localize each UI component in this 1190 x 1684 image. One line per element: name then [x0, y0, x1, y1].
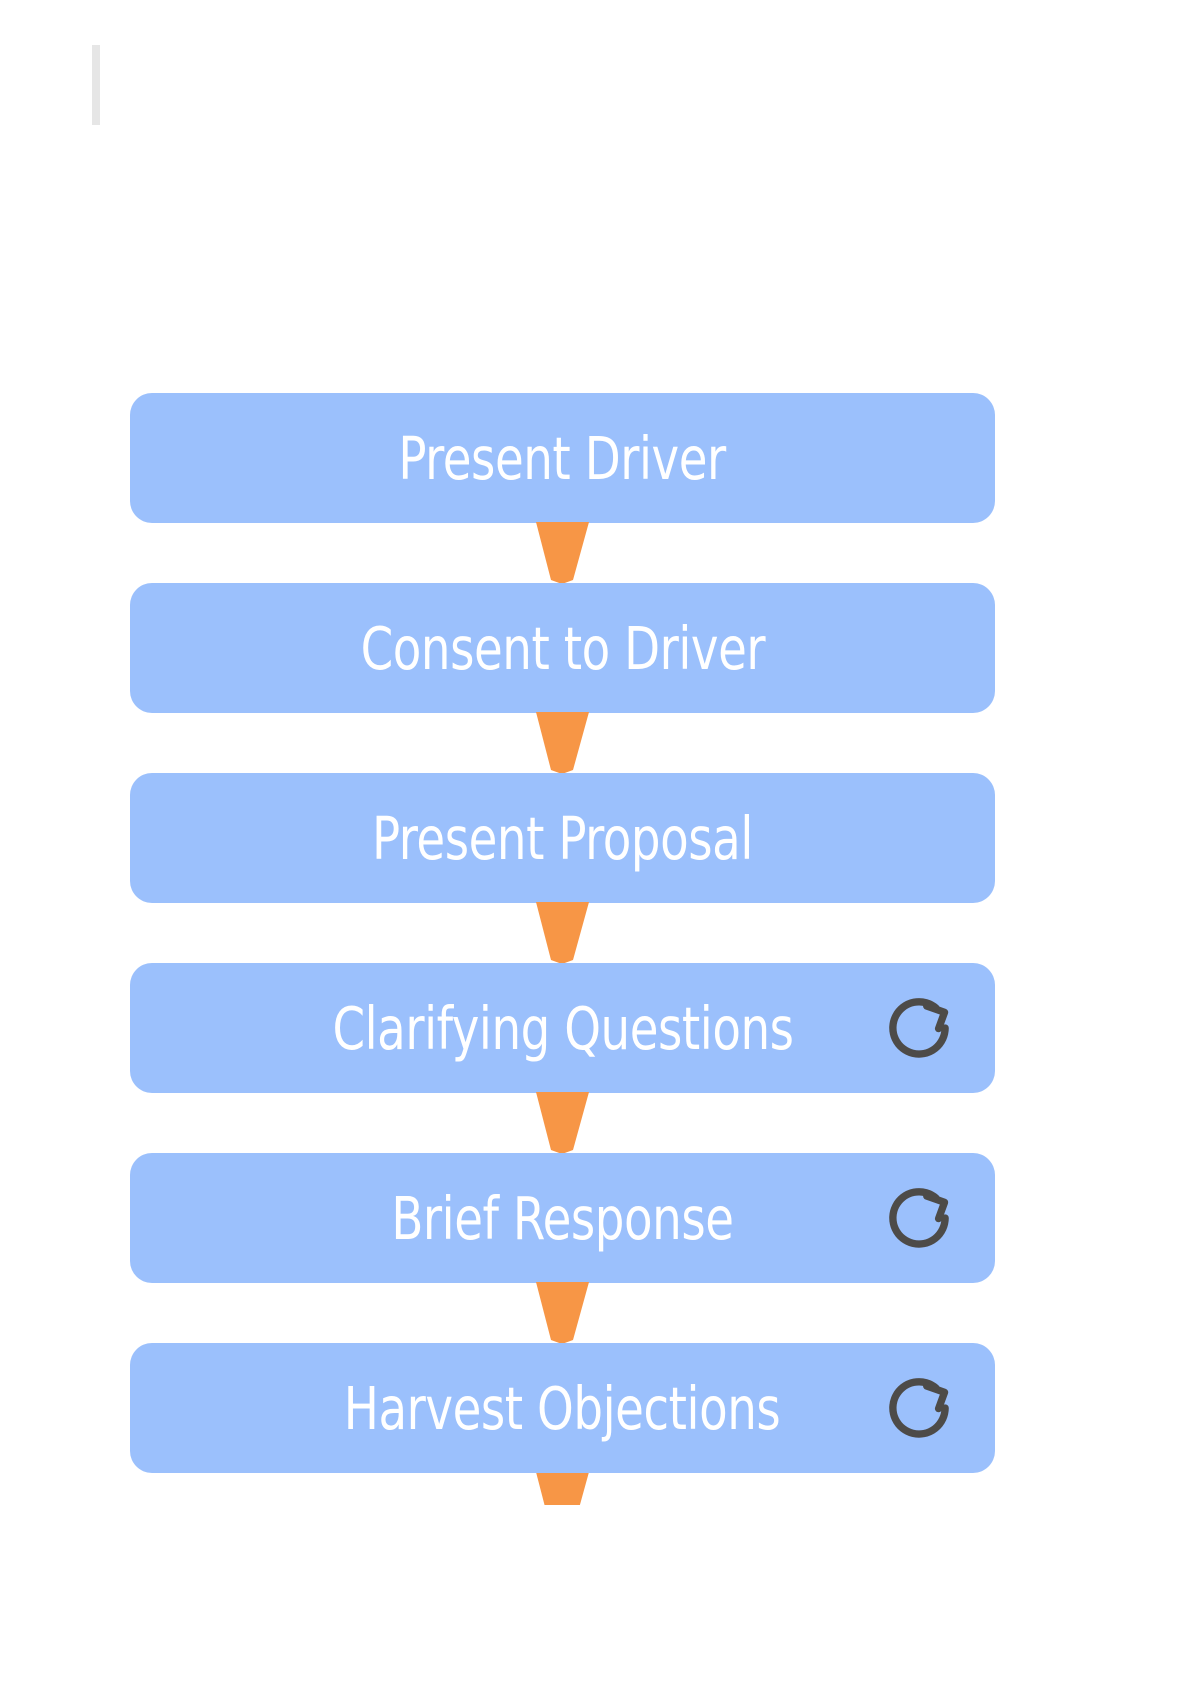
down-arrow-icon: [536, 1092, 589, 1154]
down-arrow-icon: [536, 1282, 589, 1344]
text-caret-marker: [92, 45, 100, 125]
flow-connector-3: [130, 902, 995, 964]
flow-node-brief-response[interactable]: Brief Response: [130, 1153, 995, 1283]
loop-repeat-icon[interactable]: [881, 990, 957, 1066]
down-arrow-icon: [536, 712, 589, 774]
flow-connector-2: [130, 712, 995, 774]
flow-node-clarifying-questions[interactable]: Clarifying Questions: [130, 963, 995, 1093]
flow-node-present-proposal[interactable]: Present Proposal: [130, 773, 995, 903]
flow-node-present-driver[interactable]: Present Driver: [130, 393, 995, 523]
flow-node-label: Clarifying Questions: [331, 993, 794, 1063]
loop-repeat-icon[interactable]: [881, 1180, 957, 1256]
flow-connector-1: [130, 522, 995, 584]
flow-node-label: Present Driver: [398, 423, 727, 493]
process-flow-diagram: Present Driver Consent to Driver Present…: [130, 393, 995, 1505]
flow-connector-6: [130, 1473, 995, 1505]
loop-repeat-icon[interactable]: [881, 1370, 957, 1446]
flow-node-label: Consent to Driver: [360, 613, 765, 683]
flow-node-label: Present Proposal: [372, 803, 753, 873]
down-arrow-icon: [536, 522, 589, 584]
flow-node-harvest-objections[interactable]: Harvest Objections: [130, 1343, 995, 1473]
flow-node-consent-to-driver[interactable]: Consent to Driver: [130, 583, 995, 713]
flow-connector-5: [130, 1282, 995, 1344]
flow-node-label: Harvest Objections: [344, 1373, 781, 1443]
flow-node-label: Brief Response: [391, 1183, 734, 1253]
down-arrow-icon: [536, 1473, 589, 1505]
flow-connector-4: [130, 1092, 995, 1154]
down-arrow-icon: [536, 902, 589, 964]
